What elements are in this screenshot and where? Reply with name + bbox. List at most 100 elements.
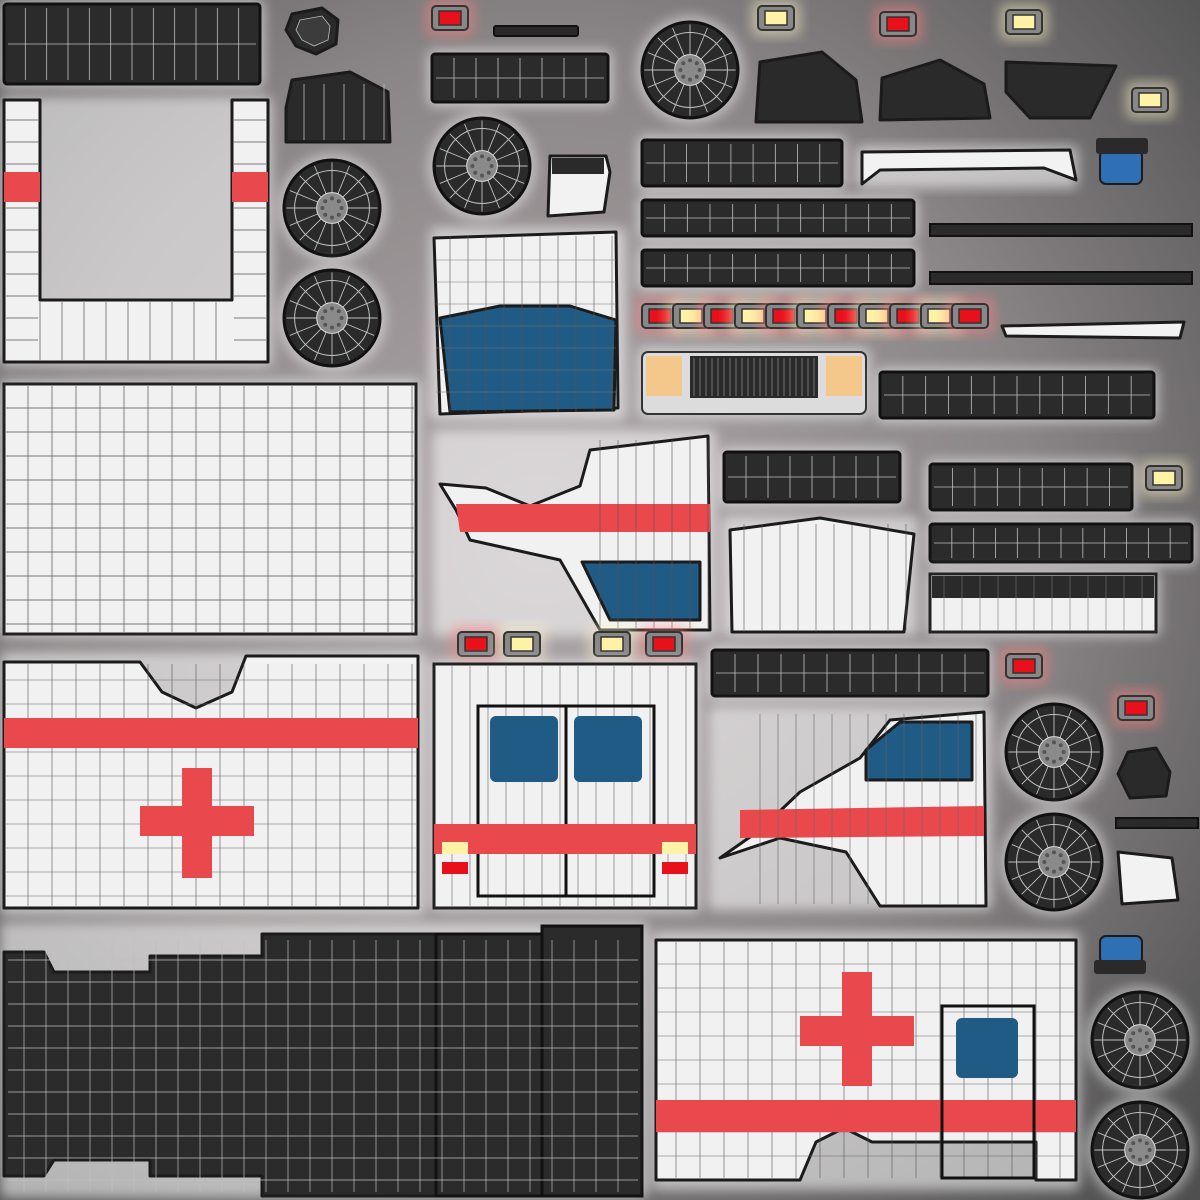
wheel-e-spoke [1021,761,1045,785]
wheel-h-lug [1147,1148,1152,1152]
wheel-h-spoke [1149,1117,1173,1141]
wheel-a-spoke [314,221,327,251]
lamp-top-2 [764,10,788,26]
chassis-mid [434,932,544,1198]
siren-light-base [1096,138,1148,154]
wheel-a-lug [323,199,328,204]
wheel-e-spoke [1036,765,1049,795]
wheel-e-lug [1058,756,1063,761]
wheel-b-lug [323,309,328,314]
wheel-g-lug [1138,1047,1142,1052]
wheel-c-lug [489,164,494,168]
wheel-d-spoke [695,27,708,57]
wheel-arch-2 [878,58,992,122]
wheel-f-lug [1045,853,1050,858]
wheel-g-spoke [1097,1045,1127,1058]
antenna-bar [493,25,579,37]
wheel-a-lug [320,206,325,210]
wheel-h-spoke [1149,1159,1173,1183]
wheel-c-lug [473,170,478,175]
wheel-b-spoke [299,285,323,309]
wheel-f-lug [1058,853,1063,858]
wheel-f-spoke [1021,871,1045,895]
siren-light-blue [1099,149,1143,185]
lightbar-lamp-10 [958,308,982,324]
wheel-b-lug [336,309,341,314]
wheel-b-lug [336,322,341,327]
wheel-e-lug [1058,743,1063,748]
wheel-d-spoke [672,27,685,57]
wheel-a-lug [339,206,344,210]
wheel-e-spoke [1059,709,1072,739]
wheel-f-spoke [1021,829,1045,853]
lamp-top-1 [438,10,462,26]
trim-bar-2 [929,271,1193,285]
wheel-e-spoke [1067,757,1097,770]
wheel-b-spoke [341,327,365,351]
wheel-c-spoke [449,175,473,199]
lamp-rear-2 [510,636,534,652]
wheel-a-spoke [289,190,319,203]
wheel-d-lug [681,74,686,79]
wheel-arch-1 [754,50,864,124]
wheel-f-spoke [1059,819,1072,849]
wheel-c-lug [470,164,475,168]
wheel-d-spoke [672,83,685,113]
wheel-b-spoke [314,275,327,305]
wheel-f-lug [1061,860,1066,864]
wheel-g-spoke [1122,1053,1135,1083]
rear-step-top [932,576,1154,598]
wheel-a-spoke [337,165,350,195]
wheel-c-spoke [495,171,525,184]
wheel-f-lug [1045,866,1050,871]
wheel-c-spoke [491,175,515,199]
wheel-d-lug [688,77,692,82]
wheel-e-lug [1061,750,1066,754]
wheel-f-spoke [1011,844,1041,857]
siren-light-base-2 [1094,960,1146,974]
rear-doors-stripe [434,824,696,854]
wheel-e-lug [1042,750,1047,754]
wheel-h-spoke [1145,1107,1158,1137]
wheel-f-spoke [1063,829,1087,853]
windshield [438,304,618,414]
wheel-a-spoke [341,217,365,241]
wheel-a-spoke [289,213,319,226]
wheel-g-lug [1131,1031,1136,1036]
wheel-d-spoke [657,79,681,103]
headlight-left [646,356,682,396]
box-side-right-stripe [656,1100,1076,1132]
side-mirror-top [552,158,604,174]
wheel-b-spoke [337,275,350,305]
wheel-f-lug [1058,866,1063,871]
wheel-e-spoke [1063,761,1087,785]
wheel-f-spoke [1063,871,1087,895]
box-side-left-stripe [4,718,418,748]
wheel-a-spoke [299,217,323,241]
cab-side-stripe [456,504,710,532]
wheel-d-spoke [647,75,677,88]
wheel-a-spoke [299,175,323,199]
wheel-b-spoke [337,331,350,361]
lamp-top-3 [886,16,910,32]
rear-frame-stripe-right [232,172,268,202]
wheel-d-lug [694,74,699,79]
wheel-d-lug [688,58,692,63]
chrome-trim [1000,320,1186,340]
rear-red-right [662,862,688,874]
rear-amber-left [442,842,468,854]
lamp-side-1 [1152,470,1176,486]
wheel-b-lug [330,325,334,330]
wheel-e-spoke [1059,765,1072,795]
chassis-left [2,932,438,1198]
side-door-frame [940,1004,1036,1180]
wheel-a-spoke [341,175,365,199]
antenna-bar-2 [1115,817,1199,829]
wheel-d-spoke [647,52,677,65]
wheel-c-spoke [487,123,500,153]
wheel-g-spoke [1149,1049,1173,1073]
wheel-g-lug [1131,1044,1136,1049]
wheel-b-spoke [341,285,365,309]
